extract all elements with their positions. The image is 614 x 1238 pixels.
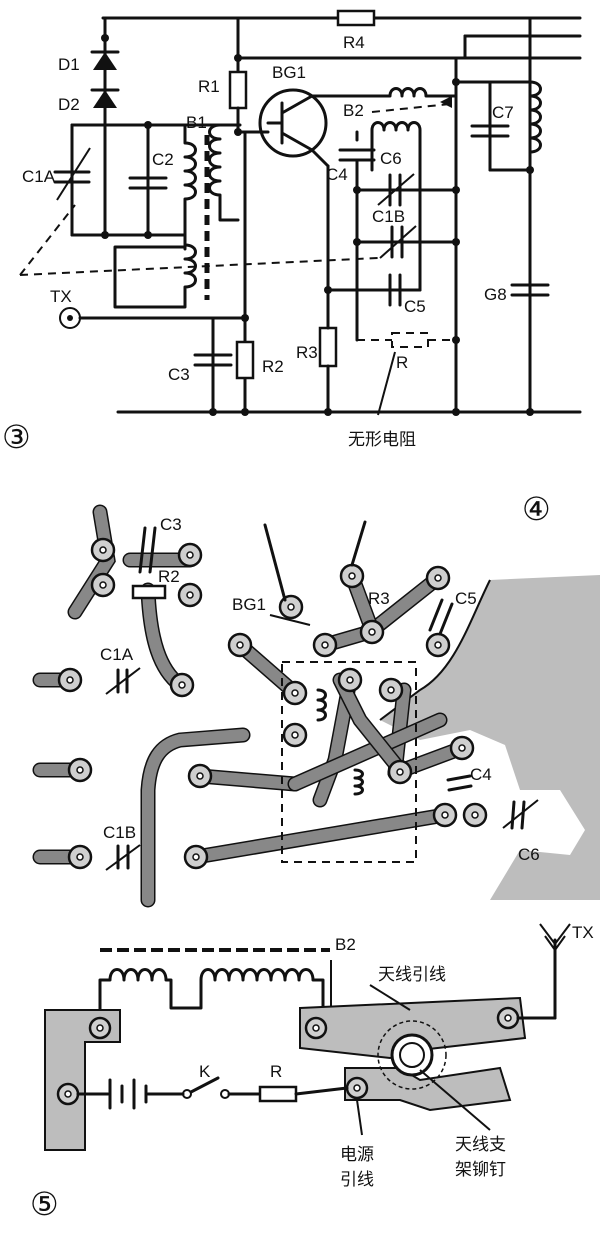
pcb-capacitor-c5	[428, 598, 444, 632]
transformer-b1-primary	[183, 123, 197, 251]
label-b2: B2	[343, 101, 364, 120]
label-d1: D1	[58, 55, 80, 74]
switch-k	[182, 1089, 192, 1099]
resistor-r3	[318, 326, 338, 368]
label-c4: C4	[326, 165, 348, 184]
label-c1a: C1A	[22, 167, 56, 186]
pcb-label-c5: C5	[455, 589, 477, 608]
shield-outline	[281, 661, 417, 863]
label-antenna-rivet-2: 架铆钉	[455, 1160, 506, 1180]
label-antenna-lead: 天线引线	[378, 965, 446, 985]
label-d2: D2	[58, 95, 80, 114]
diode-d2	[93, 90, 117, 108]
figure-3-number: ③	[2, 419, 31, 455]
pcb-label-r2: R2	[158, 567, 180, 586]
label-tx-fig5: TX	[572, 923, 594, 942]
label-b2-fig5: B2	[335, 935, 356, 954]
label-bg1: BG1	[272, 63, 306, 82]
ground-plane	[380, 575, 600, 900]
pcb-transistor-bg1	[269, 614, 311, 626]
pcb-label-bg1: BG1	[232, 595, 266, 614]
label-virtual-resistor: 无形电阻	[348, 430, 416, 450]
figure-5-number: ⑤	[30, 1186, 59, 1222]
label-r1: R1	[198, 77, 220, 96]
pcb-label-c4: C4	[470, 765, 492, 784]
resistor-r-fig5	[258, 1085, 298, 1103]
b2-windings	[98, 968, 325, 1022]
label-b1: B1	[186, 113, 207, 132]
resistor-r4	[336, 9, 376, 27]
pcb-label-c6: C6	[518, 845, 540, 864]
figure-4-pcb: ④	[32, 491, 600, 908]
label-c5: C5	[404, 297, 426, 316]
pcb-coil	[316, 688, 327, 722]
pcb-capacitor-c3	[138, 526, 147, 574]
figure-4-number: ④	[522, 491, 551, 527]
label-r: R	[396, 353, 408, 372]
pcb-label-c3: C3	[160, 515, 182, 534]
transistor-bg1	[258, 88, 328, 158]
transformer-b2	[328, 87, 458, 98]
label-r3: R3	[296, 343, 318, 362]
label-k: K	[199, 1062, 211, 1081]
label-tx: TX	[50, 287, 72, 306]
pcb-label-c1b: C1B	[103, 823, 136, 842]
resistor-r2	[235, 340, 255, 380]
label-g8: G8	[484, 285, 507, 304]
label-c6: C6	[380, 149, 402, 168]
pcb-capacitor-c4	[446, 774, 472, 782]
virtual-resistor-r	[391, 332, 429, 348]
label-power-lead-2: 引线	[340, 1170, 374, 1190]
pcb-board-left	[45, 1010, 120, 1150]
label-r2: R2	[262, 357, 284, 376]
pcb-resistor-r2	[131, 584, 167, 600]
label-c1b: C1B	[372, 207, 405, 226]
figure-3-schematic: D1 D2 R1 BG1 R4 B1 B2 C1A C2 C4 C6 C1B C…	[2, 9, 582, 455]
label-antenna-rivet-1: 天线支	[455, 1135, 506, 1155]
resistor-r1	[228, 70, 248, 110]
label-r4: R4	[343, 33, 365, 52]
diode-d1	[93, 52, 117, 70]
pcb-capacitor-c6	[510, 800, 516, 830]
pcb-label-r3: R3	[368, 589, 390, 608]
label-c7: C7	[492, 103, 514, 122]
label-c3: C3	[168, 365, 190, 384]
label-power-lead-1: 电源	[340, 1145, 374, 1165]
figure-5-wiring: B2 TX 天线引线 K R 电源 引线 天线支 架铆钉 ⑤	[30, 923, 594, 1222]
transformer-b1-secondary	[113, 243, 197, 309]
pcb-pads	[57, 537, 488, 870]
label-c2: C2	[152, 150, 174, 169]
pcb-label-c1a: C1A	[100, 645, 134, 664]
label-r-fig5: R	[270, 1062, 282, 1081]
antenna-lead-trace	[300, 998, 525, 1058]
